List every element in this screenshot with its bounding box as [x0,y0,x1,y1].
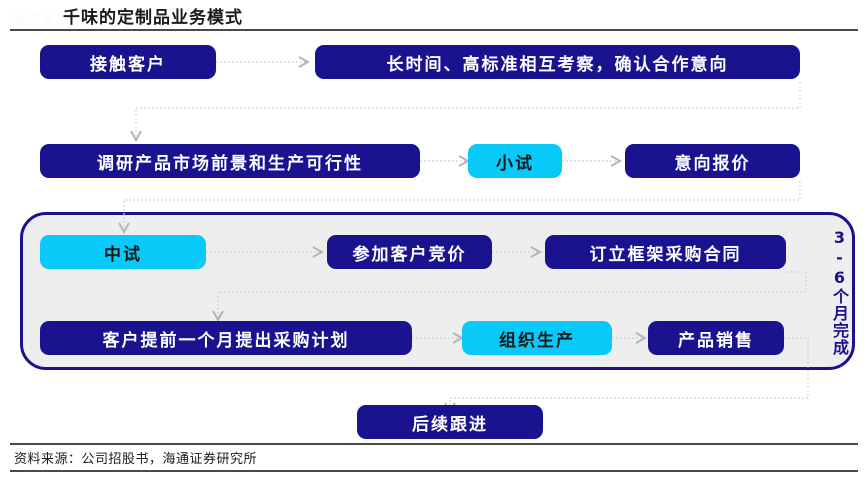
node-organize-production[interactable]: 组织生产 [462,321,612,355]
node-label: 组织生产 [499,330,575,351]
node-label: 小试 [496,153,534,174]
node-label: 意向报价 [674,153,751,174]
node-label: 调研产品市场前景和生产可行性 [97,153,363,174]
footer-divider-top [10,443,858,445]
node-mutual-inspection[interactable]: 长时间、高标准相互考察，确认合作意向 [315,45,800,79]
node-label: 客户提前一个月提出采购计划 [102,330,350,351]
node-label: 后续跟进 [412,414,488,435]
node-label: 中试 [104,244,142,265]
node-label: 订立框架采购合同 [589,244,742,265]
node-market-research[interactable]: 调研产品市场前景和生产可行性 [40,144,420,178]
node-label: 长时间、高标准相互考察，确认合作意向 [386,54,729,75]
node-label: 产品销售 [678,330,754,351]
node-contact-customer[interactable]: 接触客户 [40,45,216,79]
figure-number: 图39 [14,8,53,27]
header-divider [10,29,858,31]
figure-title: 千味的定制品业务模式 [63,8,243,28]
node-pilot-trial[interactable]: 中试 [40,235,206,269]
node-product-sales[interactable]: 产品销售 [648,321,784,355]
node-label: 参加客户竞价 [352,244,467,265]
node-customer-bidding[interactable]: 参加客户竞价 [327,235,492,269]
node-follow-up[interactable]: 后续跟进 [357,405,543,439]
node-intent-quotation[interactable]: 意向报价 [625,144,800,178]
node-label: 接触客户 [90,54,166,75]
node-small-trial[interactable]: 小试 [468,144,562,178]
phase-duration-label: 3-6个月完成 [830,228,849,356]
node-framework-contract[interactable]: 订立框架采购合同 [545,235,786,269]
source-note: 资料来源：公司招股书，海通证券研究所 [14,452,258,467]
node-purchase-plan[interactable]: 客户提前一个月提出采购计划 [40,321,412,355]
footer-divider-bottom [10,470,858,472]
